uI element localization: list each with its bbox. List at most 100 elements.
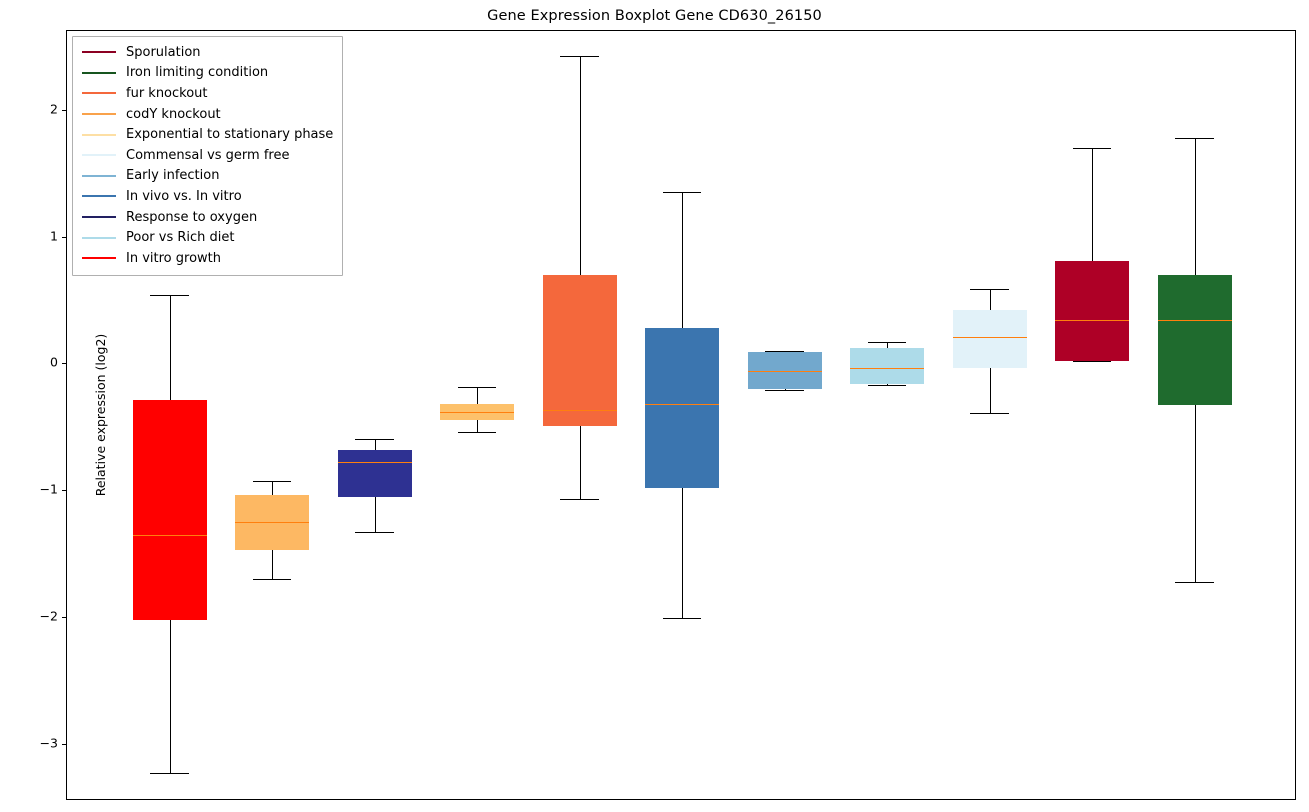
legend-color-swatch — [82, 236, 116, 239]
box-body[interactable] — [542, 274, 617, 426]
median-line — [747, 370, 822, 372]
legend-item-label: codY knockout — [126, 106, 221, 122]
y-tick-mark — [62, 363, 67, 365]
legend-item-label: Exponential to stationary phase — [126, 127, 334, 143]
y-tick-label: 0 — [50, 354, 58, 370]
legend-item-label: Iron limiting condition — [126, 65, 269, 81]
cap-lower — [662, 618, 702, 620]
whisker-upper — [1194, 137, 1196, 275]
median-line — [440, 411, 514, 413]
cap-upper — [457, 387, 497, 389]
whisker-lower — [989, 368, 991, 413]
legend-item[interactable]: Poor vs Rich diet — [82, 227, 333, 248]
cap-upper — [355, 439, 394, 441]
legend-color-swatch — [82, 154, 116, 157]
cap-upper — [150, 294, 189, 296]
legend-item[interactable]: codY knockout — [82, 104, 333, 125]
legend-item-label: Response to oxygen — [126, 209, 258, 225]
box-body[interactable] — [1055, 260, 1129, 361]
median-line — [952, 336, 1027, 338]
box-body[interactable] — [747, 351, 822, 389]
legend-color-swatch — [82, 92, 116, 95]
y-tick-mark — [62, 109, 67, 111]
cap-lower — [252, 579, 292, 580]
cap-lower — [970, 412, 1009, 414]
cap-lower — [765, 389, 804, 391]
y-tick-mark — [62, 490, 67, 492]
y-tick-mark — [62, 617, 67, 619]
legend-item[interactable]: Sporulation — [82, 42, 333, 63]
cap-lower — [457, 431, 497, 433]
whisker-upper — [374, 439, 376, 450]
y-tick-label: −2 — [39, 608, 58, 624]
legend-item-label: Poor vs Rich diet — [126, 230, 235, 246]
legend-item[interactable]: fur knockout — [82, 83, 333, 104]
median-line — [132, 534, 207, 536]
box-body[interactable] — [337, 449, 412, 497]
whisker-lower — [374, 496, 376, 533]
median-line — [1157, 320, 1232, 322]
legend-color-swatch — [82, 195, 116, 198]
whisker-lower — [784, 388, 786, 390]
y-tick-label: −1 — [39, 481, 58, 497]
legend-item-label: Commensal vs germ free — [126, 147, 290, 163]
box-body[interactable] — [645, 327, 719, 488]
legend-item-label: In vitro growth — [126, 250, 221, 266]
median-line — [1055, 320, 1129, 322]
median-line — [337, 462, 412, 464]
cap-lower — [560, 499, 599, 501]
legend-item[interactable]: Exponential to stationary phase — [82, 124, 333, 145]
legend-color-swatch — [82, 133, 116, 136]
cap-lower — [1175, 581, 1214, 583]
whisker-upper — [169, 294, 171, 401]
cap-lower — [867, 384, 907, 386]
cap-lower — [1072, 360, 1112, 362]
legend-color-swatch — [82, 174, 116, 177]
legend-color-swatch — [82, 216, 116, 219]
cap-upper — [560, 56, 599, 58]
y-tick-label: 1 — [50, 228, 58, 243]
whisker-lower — [1194, 405, 1196, 582]
whisker-upper — [989, 288, 991, 311]
legend-color-swatch — [82, 51, 116, 54]
median-line — [645, 403, 719, 405]
legend-item[interactable]: Commensal vs germ free — [82, 145, 333, 166]
chart-title: Gene Expression Boxplot Gene CD630_26150 — [487, 8, 822, 24]
legend-item-label: Sporulation — [126, 44, 201, 60]
cap-upper — [662, 192, 702, 194]
legend-item[interactable]: Iron limiting condition — [82, 63, 333, 84]
whisker-upper — [1092, 147, 1093, 261]
box-body[interactable] — [1157, 274, 1232, 406]
whisker-upper — [272, 481, 273, 496]
cap-upper — [867, 341, 907, 343]
legend-item[interactable]: In vitro growth — [82, 248, 333, 269]
whisker-lower — [477, 420, 478, 432]
box-body[interactable] — [132, 400, 207, 620]
cap-lower — [355, 532, 394, 534]
median-line — [850, 368, 924, 370]
legend-item-label: fur knockout — [126, 85, 208, 101]
cap-upper — [1175, 137, 1214, 139]
cap-upper — [970, 288, 1009, 290]
median-line — [542, 410, 617, 412]
legend-item[interactable]: Response to oxygen — [82, 207, 333, 228]
cap-upper — [765, 350, 804, 352]
median-line — [235, 521, 309, 523]
box-body[interactable] — [850, 348, 924, 384]
y-tick-mark — [62, 236, 67, 238]
legend-color-swatch — [82, 257, 116, 260]
cap-upper — [252, 481, 292, 483]
legend-item[interactable]: Early infection — [82, 166, 333, 187]
legend-item[interactable]: In vivo vs. In vitro — [82, 186, 333, 207]
whisker-upper — [887, 341, 888, 349]
box-body[interactable] — [952, 310, 1027, 369]
cap-upper — [1072, 147, 1112, 149]
whisker-lower — [682, 487, 683, 619]
y-tick-label: −3 — [39, 735, 58, 751]
whisker-upper — [579, 56, 581, 275]
whisker-lower — [887, 383, 888, 385]
legend-item-label: Early infection — [126, 168, 220, 184]
whisker-upper — [682, 192, 683, 328]
